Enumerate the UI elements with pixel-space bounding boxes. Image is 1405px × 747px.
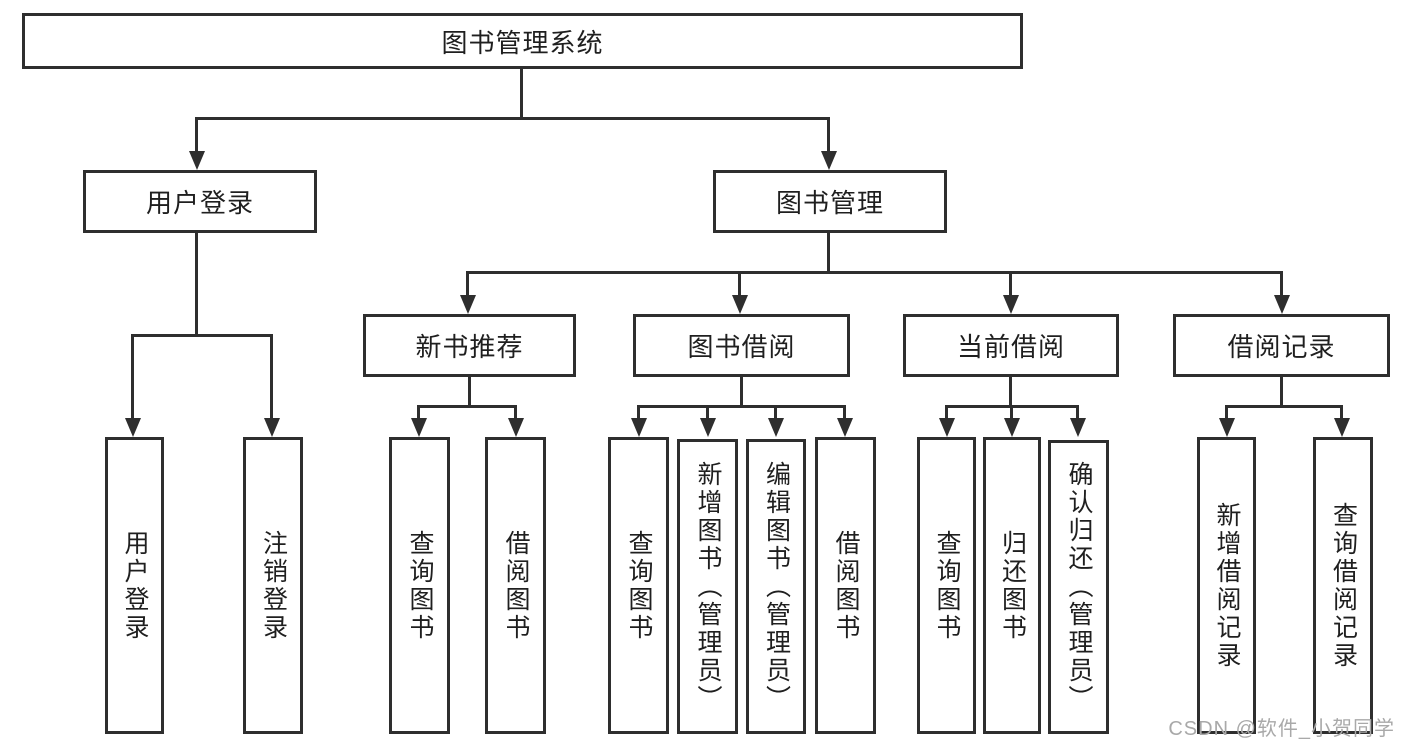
node-new-book-recommend: 新书推荐 bbox=[363, 314, 576, 377]
node-label: 当前借阅 bbox=[956, 332, 1065, 362]
node-label: 图书借阅 bbox=[687, 332, 796, 362]
arrowhead bbox=[411, 418, 427, 437]
arrowhead bbox=[508, 418, 524, 437]
node-label: 图书管理系统 bbox=[441, 27, 604, 58]
connector-line bbox=[637, 405, 846, 408]
connector-line bbox=[1225, 405, 1343, 408]
node-return-books: 归还图书 bbox=[983, 437, 1041, 734]
connector-line bbox=[1010, 405, 1013, 419]
connector-line bbox=[131, 334, 273, 337]
node-query-books: 查询图书 bbox=[389, 437, 450, 734]
node-label: 注销登录 bbox=[259, 529, 288, 642]
connector-line bbox=[706, 405, 709, 419]
arrowhead bbox=[837, 418, 853, 437]
arrowhead bbox=[768, 418, 784, 437]
connector-line bbox=[466, 271, 1283, 274]
node-borrow-books: 借阅图书 bbox=[815, 437, 876, 734]
connector-line bbox=[514, 405, 517, 419]
arrowhead bbox=[631, 418, 647, 437]
arrowhead bbox=[1334, 418, 1350, 437]
connector-line bbox=[1009, 377, 1012, 408]
node-user-login-leaf: 用户登录 bbox=[105, 437, 164, 734]
arrowhead bbox=[732, 295, 748, 314]
connector-line bbox=[195, 117, 198, 152]
watermark: CSDN @软件_小贺同学 bbox=[1168, 718, 1395, 740]
connector-line bbox=[843, 405, 846, 419]
node-label: 借阅图书 bbox=[832, 529, 860, 642]
arrowhead bbox=[700, 418, 716, 437]
node-query-books: 查询图书 bbox=[608, 437, 669, 734]
node-book-management: 图书管理 bbox=[713, 170, 947, 233]
node-edit-books-admin: 编辑图书（管理员） bbox=[746, 439, 806, 734]
node-confirm-return-admin: 确认归还（管理员） bbox=[1048, 440, 1109, 734]
connector-line bbox=[520, 68, 523, 119]
arrowhead bbox=[1274, 295, 1290, 314]
node-query-books: 查询图书 bbox=[917, 437, 976, 734]
node-borrow-records: 借阅记录 bbox=[1173, 314, 1390, 377]
connector-line bbox=[637, 405, 640, 419]
node-logout-leaf: 注销登录 bbox=[243, 437, 303, 734]
arrowhead bbox=[1003, 295, 1019, 314]
connector-line bbox=[466, 271, 469, 297]
arrowhead bbox=[125, 418, 141, 437]
arrowhead bbox=[1219, 418, 1235, 437]
node-label: 查询图书 bbox=[625, 529, 653, 642]
node-label: 新增图书（管理员） bbox=[694, 460, 722, 713]
arrowhead bbox=[1070, 418, 1086, 437]
connector-line bbox=[468, 377, 471, 408]
node-label: 查询图书 bbox=[406, 529, 434, 642]
connector-line bbox=[738, 271, 741, 297]
connector-line bbox=[195, 117, 830, 120]
connector-line bbox=[827, 117, 830, 152]
node-root: 图书管理系统 bbox=[22, 13, 1023, 69]
connector-line bbox=[1076, 405, 1079, 419]
connector-line bbox=[131, 334, 134, 419]
connector-line bbox=[195, 233, 198, 337]
node-label: 查询借阅记录 bbox=[1329, 501, 1358, 670]
connector-line bbox=[417, 405, 420, 419]
connector-line bbox=[1009, 271, 1012, 297]
node-label: 借阅记录 bbox=[1227, 332, 1336, 362]
node-label: 新书推荐 bbox=[415, 332, 524, 362]
node-label: 归还图书 bbox=[998, 529, 1027, 642]
connector-line bbox=[1280, 271, 1283, 297]
connector-line bbox=[1340, 405, 1343, 419]
connector-line bbox=[1225, 405, 1228, 419]
node-label: 借阅图书 bbox=[502, 529, 530, 642]
connector-line bbox=[945, 405, 948, 419]
node-add-borrow-record: 新增借阅记录 bbox=[1197, 437, 1256, 734]
arrowhead bbox=[821, 151, 837, 170]
node-label: 编辑图书（管理员） bbox=[762, 460, 791, 713]
node-add-books-admin: 新增图书（管理员） bbox=[677, 439, 738, 734]
connector-line bbox=[417, 405, 517, 408]
connector-line bbox=[1280, 377, 1283, 408]
arrowhead bbox=[1004, 418, 1020, 437]
node-label: 确认归还（管理员） bbox=[1065, 461, 1093, 713]
node-label: 图书管理 bbox=[775, 188, 884, 218]
node-label: 用户登录 bbox=[121, 529, 149, 642]
arrowhead bbox=[264, 418, 280, 437]
arrowhead bbox=[939, 418, 955, 437]
connector-line bbox=[827, 233, 830, 274]
node-label: 新增借阅记录 bbox=[1213, 501, 1241, 670]
node-book-borrow: 图书借阅 bbox=[633, 314, 850, 377]
node-borrow-books: 借阅图书 bbox=[485, 437, 546, 734]
node-user-login: 用户登录 bbox=[83, 170, 317, 233]
arrowhead bbox=[189, 151, 205, 170]
node-label: 查询图书 bbox=[933, 529, 961, 642]
node-current-borrow: 当前借阅 bbox=[903, 314, 1119, 377]
node-label: 用户登录 bbox=[145, 188, 254, 218]
connector-line bbox=[740, 377, 743, 408]
connector-line bbox=[270, 334, 273, 419]
node-query-borrow-record: 查询借阅记录 bbox=[1313, 437, 1373, 734]
arrowhead bbox=[460, 295, 476, 314]
connector-line bbox=[774, 405, 777, 419]
